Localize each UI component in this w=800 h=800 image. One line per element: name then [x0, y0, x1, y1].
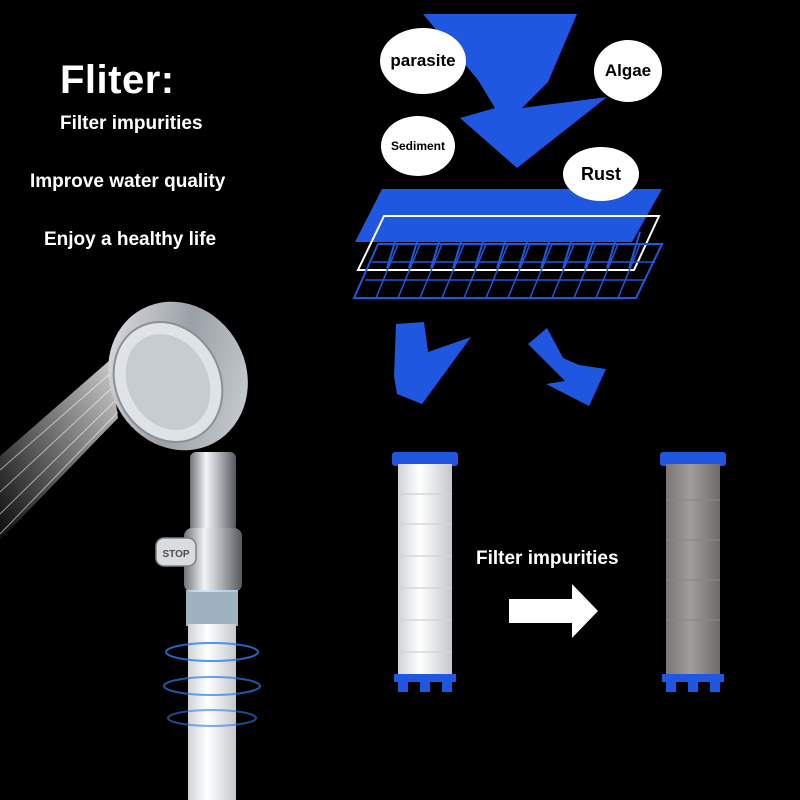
section-title: Fliter:	[60, 58, 175, 102]
down-arrow-icon	[423, 14, 607, 168]
benefit-filter-impurities: Filter impurities	[60, 113, 203, 134]
benefit-healthy-life: Enjoy a healthy life	[44, 229, 217, 250]
filter-layers-icon	[352, 189, 664, 299]
comparison-caption: Filter impurities	[476, 548, 619, 569]
used-filter-cartridge	[660, 452, 726, 692]
bubble-sediment: Sediment	[381, 116, 455, 176]
stop-button-label: STOP	[162, 549, 189, 560]
shower-head-icon: STOP	[0, 301, 261, 800]
benefit-water-quality: Improve water quality	[30, 171, 226, 192]
right-arrow-icon	[509, 584, 598, 638]
bubble-parasite: parasite	[380, 28, 466, 94]
new-filter-cartridge	[392, 452, 458, 692]
bubble-rust: Rust	[563, 147, 639, 201]
bubble-algae: Algae	[594, 40, 662, 102]
diagonal-arrow-icon	[394, 322, 606, 406]
